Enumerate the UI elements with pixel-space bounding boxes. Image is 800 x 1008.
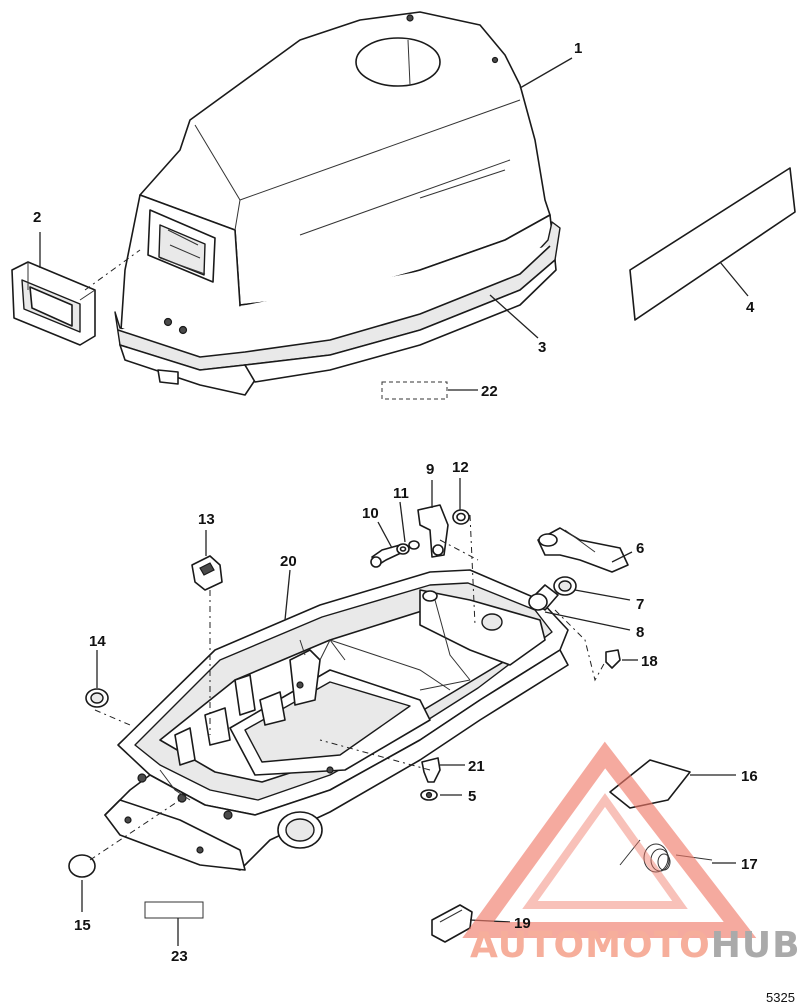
callout-4: 4 bbox=[746, 299, 755, 316]
nut-5 bbox=[420, 789, 438, 801]
watermark-text-part2: HUB bbox=[711, 925, 800, 966]
callout-23: 23 bbox=[171, 948, 188, 965]
centerline-9 bbox=[439, 539, 479, 561]
leader-4 bbox=[719, 261, 749, 297]
watermark-triangle bbox=[462, 741, 757, 938]
callout-19: 19 bbox=[514, 915, 531, 932]
watermark-text-part1: AUTOMOTO bbox=[470, 925, 711, 966]
bottom-cowl bbox=[104, 569, 569, 871]
leader-10 bbox=[377, 521, 393, 549]
leader-7 bbox=[574, 589, 631, 601]
drawing-number: 5325 bbox=[766, 990, 795, 1005]
grommet bbox=[191, 555, 223, 591]
centerline-15 bbox=[89, 799, 181, 861]
top-cowl bbox=[114, 11, 561, 396]
watermark: AUTOMOTOHUB bbox=[462, 741, 800, 966]
callout-20: 20 bbox=[280, 553, 297, 570]
callout-16: 16 bbox=[741, 768, 758, 785]
leader-20 bbox=[284, 569, 291, 621]
leader-6 bbox=[611, 551, 633, 563]
screw-21 bbox=[421, 757, 441, 783]
washer bbox=[396, 540, 420, 555]
callout-6: 6 bbox=[636, 540, 644, 557]
leader-3 bbox=[489, 294, 539, 339]
o-ring bbox=[452, 509, 470, 525]
callout-11: 11 bbox=[393, 485, 409, 502]
callout-15: 15 bbox=[74, 917, 91, 934]
centerline-18 bbox=[554, 609, 606, 682]
callout-2: 2 bbox=[33, 209, 41, 226]
leader-11 bbox=[399, 501, 406, 543]
callout-12: 12 bbox=[452, 459, 469, 476]
callout-13: 13 bbox=[198, 511, 215, 528]
latch-handle bbox=[537, 527, 629, 573]
plug-14 bbox=[85, 688, 109, 708]
callout-3: 3 bbox=[538, 339, 546, 356]
centerline-21 bbox=[319, 739, 431, 771]
callout-18: 18 bbox=[641, 653, 658, 670]
part-22-placeholder bbox=[381, 381, 448, 400]
callout-21: 21 bbox=[468, 758, 485, 775]
air-intake-seal bbox=[11, 261, 96, 346]
decal bbox=[629, 167, 796, 321]
callout-1: 1 bbox=[574, 40, 582, 57]
callout-22: 22 bbox=[481, 383, 498, 400]
cap-15 bbox=[68, 854, 96, 878]
callout-10: 10 bbox=[362, 505, 379, 522]
leader-1 bbox=[519, 57, 573, 89]
callout-8: 8 bbox=[636, 624, 644, 641]
callout-5: 5 bbox=[468, 788, 476, 805]
clip-18 bbox=[605, 649, 621, 669]
leader-8 bbox=[544, 611, 631, 631]
latch-lever bbox=[417, 504, 449, 558]
watermark-text: AUTOMOTOHUB bbox=[470, 925, 800, 966]
callout-9: 9 bbox=[426, 461, 434, 478]
centerline-14 bbox=[94, 709, 131, 726]
bushing bbox=[553, 576, 577, 596]
callout-17: 17 bbox=[741, 856, 758, 873]
sleeve bbox=[528, 584, 559, 611]
callout-14: 14 bbox=[89, 633, 106, 650]
centerline-2 bbox=[84, 249, 141, 291]
part-23-decal bbox=[144, 901, 204, 919]
callout-7: 7 bbox=[636, 596, 644, 613]
centerline-12 bbox=[469, 514, 476, 626]
